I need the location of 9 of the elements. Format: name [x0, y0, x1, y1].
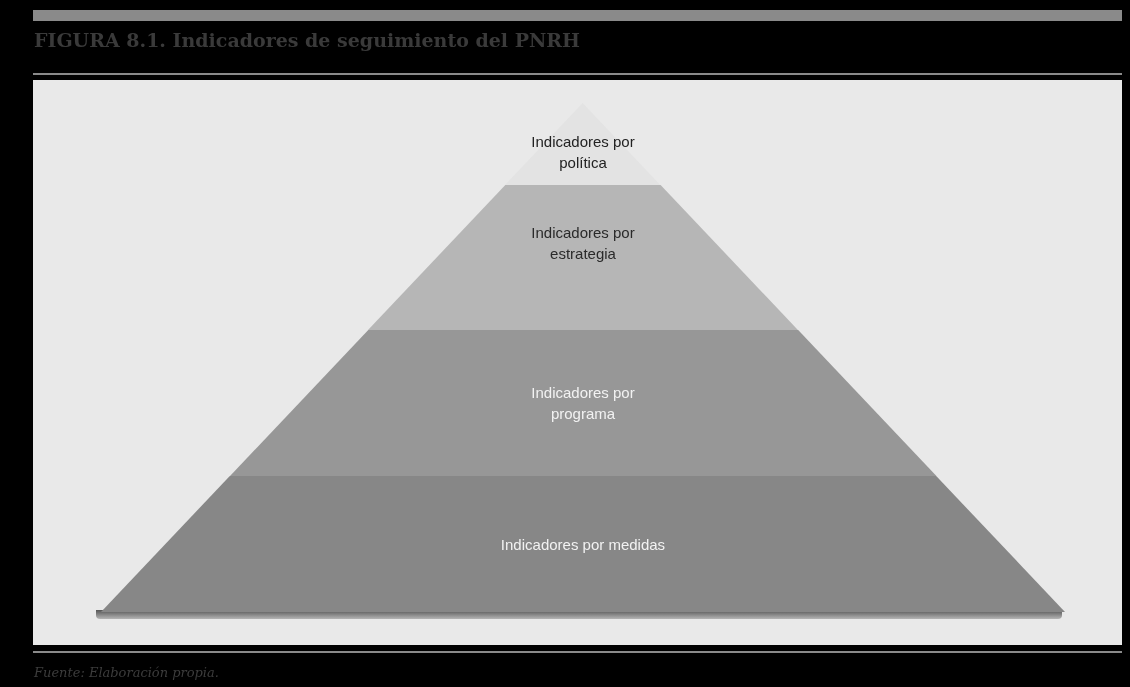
- figure-title: FIGURA 8.1. Indicadores de seguimiento del PNRH: [34, 29, 581, 51]
- tier-label: Indicadores por estrategia: [530, 223, 636, 264]
- pyramid-tier: [229, 330, 937, 476]
- source-caption: Fuente: Elaboración propia.: [34, 665, 219, 680]
- tier-label: Indicadores por política: [530, 132, 636, 173]
- tier-label: Indicadores por programa: [530, 383, 636, 424]
- pyramid-tier: [101, 476, 1065, 612]
- pyramid-tier: [368, 185, 798, 330]
- tier-label: Indicadores por medidas: [499, 535, 667, 555]
